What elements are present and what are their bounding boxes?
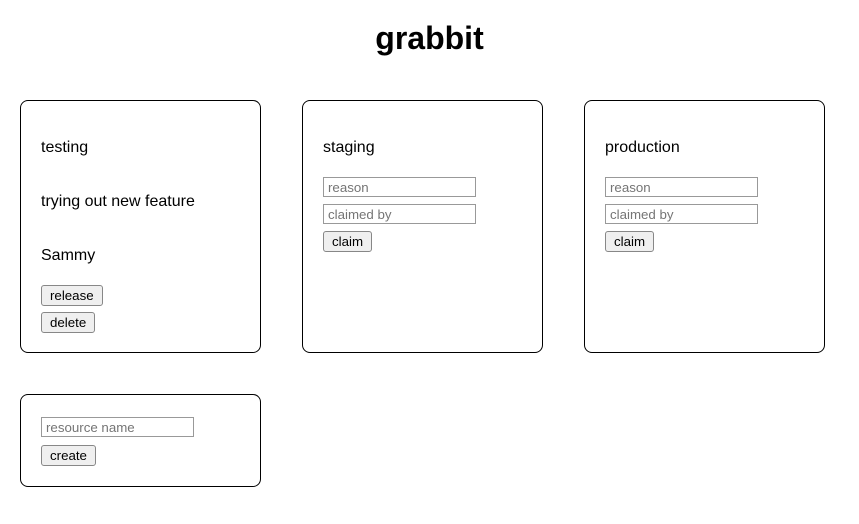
resource-name: production <box>605 139 680 156</box>
resource-card-production: production claim <box>584 100 825 353</box>
claim-button-row: claim <box>605 231 655 252</box>
release-button-row: release <box>41 285 103 306</box>
resource-card-staging: staging claim <box>302 100 543 353</box>
claimed-by-field <box>605 204 758 224</box>
app-title: grabbit <box>375 20 484 56</box>
release-button[interactable]: release <box>41 285 103 306</box>
resources-row: testing trying out new feature Sammy rel… <box>20 100 839 353</box>
resource-name-input[interactable] <box>41 417 194 437</box>
create-resource-card: create <box>20 394 261 487</box>
resource-card-testing: testing trying out new feature Sammy rel… <box>20 100 261 353</box>
claimed-by-input[interactable] <box>605 204 758 224</box>
claimed-by-field <box>323 204 476 224</box>
claim-reason-text: trying out new feature <box>41 193 195 210</box>
resource-name-field <box>41 417 194 437</box>
resource-name: staging <box>323 139 375 156</box>
reason-input[interactable] <box>323 177 476 197</box>
create-button-row: create <box>41 445 96 466</box>
delete-button-row: delete <box>41 312 96 333</box>
reason-field <box>605 177 758 197</box>
reason-input[interactable] <box>605 177 758 197</box>
claimed-by-text: Sammy <box>41 247 96 264</box>
claimed-by-input[interactable] <box>323 204 476 224</box>
claim-button[interactable]: claim <box>605 231 655 252</box>
create-button[interactable]: create <box>41 445 96 466</box>
create-row: create <box>20 394 839 487</box>
resource-name: testing <box>41 139 89 156</box>
reason-field <box>323 177 476 197</box>
claim-button-row: claim <box>323 231 373 252</box>
claim-button[interactable]: claim <box>323 231 373 252</box>
delete-button[interactable]: delete <box>41 312 96 333</box>
